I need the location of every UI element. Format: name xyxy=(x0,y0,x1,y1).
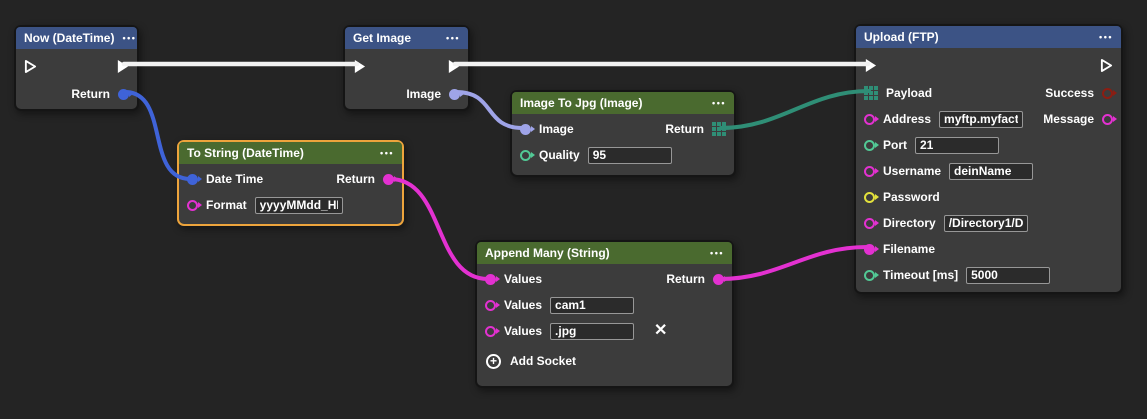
input-label-values-0: Values xyxy=(504,272,543,286)
exec-in-socket[interactable] xyxy=(24,59,37,74)
plus-icon: + xyxy=(486,353,501,369)
input-label-quality: Quality xyxy=(539,148,580,162)
input-socket-values-0[interactable] xyxy=(485,273,500,285)
exec-out-socket[interactable] xyxy=(447,59,460,74)
output-socket-return-bytearray[interactable] xyxy=(712,122,726,136)
output-label-success: Success xyxy=(1045,86,1094,100)
node-title: Append Many (String) xyxy=(485,246,610,260)
node-title: Image To Jpg (Image) xyxy=(520,96,643,110)
values-2-input[interactable] xyxy=(550,322,635,340)
input-socket-format[interactable] xyxy=(187,199,202,211)
values-1-input[interactable] xyxy=(550,296,635,314)
input-socket-values-1[interactable] xyxy=(485,299,500,311)
port-input[interactable] xyxy=(915,136,999,154)
node-menu-icon[interactable]: ••• xyxy=(710,248,724,258)
input-label-image: Image xyxy=(539,122,574,136)
input-socket-filename[interactable] xyxy=(864,243,879,255)
output-label-image: Image xyxy=(406,87,441,101)
node-header[interactable]: Get Image ••• xyxy=(345,27,468,49)
node-title: To String (DateTime) xyxy=(187,146,304,160)
node-header[interactable]: Append Many (String) ••• xyxy=(477,242,732,264)
node-header[interactable]: Upload (FTP) ••• xyxy=(856,26,1121,48)
input-label-values-2: Values xyxy=(504,324,543,338)
node-menu-icon[interactable]: ••• xyxy=(1099,32,1113,42)
output-socket-image[interactable] xyxy=(449,88,464,100)
input-label-filename: Filename xyxy=(883,242,936,256)
input-socket-image[interactable] xyxy=(520,123,535,135)
output-socket-return[interactable] xyxy=(713,273,728,285)
input-socket-port[interactable] xyxy=(864,139,879,151)
input-socket-quality[interactable] xyxy=(520,149,535,161)
wire-tostring-return-to-append-values xyxy=(388,177,490,281)
output-label-return: Return xyxy=(665,122,704,136)
node-header[interactable]: Image To Jpg (Image) ••• xyxy=(512,92,734,114)
output-label-return: Return xyxy=(336,172,375,186)
node-append-many[interactable]: Append Many (String) ••• Values Return V… xyxy=(475,240,734,388)
node-title: Get Image xyxy=(353,31,412,45)
node-get-image[interactable]: Get Image ••• Image xyxy=(343,25,470,111)
quality-input[interactable] xyxy=(587,146,672,164)
node-upload-ftp[interactable]: Upload (FTP) ••• Payload Success xyxy=(854,24,1123,294)
input-label-date-time: Date Time xyxy=(206,172,264,186)
input-socket-password[interactable] xyxy=(864,191,879,203)
output-socket-return[interactable] xyxy=(118,88,133,100)
input-label-values-1: Values xyxy=(504,298,543,312)
node-menu-icon[interactable]: ••• xyxy=(712,98,726,108)
directory-input[interactable] xyxy=(943,214,1028,232)
input-socket-payload-bytearray[interactable] xyxy=(864,86,878,100)
timeout-input[interactable] xyxy=(966,266,1051,284)
output-socket-success[interactable] xyxy=(1102,87,1117,99)
node-title: Upload (FTP) xyxy=(864,30,939,44)
exec-out-socket[interactable] xyxy=(1100,58,1113,73)
output-label-message: Message xyxy=(1043,112,1094,126)
node-menu-icon[interactable]: ••• xyxy=(446,33,460,43)
node-header[interactable]: To String (DateTime) ••• xyxy=(179,142,402,164)
output-label-return: Return xyxy=(71,87,110,101)
input-label-format: Format xyxy=(206,198,247,212)
output-socket-message[interactable] xyxy=(1102,113,1117,125)
input-label-address: Address xyxy=(883,112,932,126)
input-label-port: Port xyxy=(883,138,907,152)
node-header[interactable]: Now (DateTime) ••• xyxy=(16,27,137,49)
add-socket-label: Add Socket xyxy=(510,354,577,368)
remove-socket-icon[interactable]: ✕ xyxy=(654,322,668,339)
exec-in-socket[interactable] xyxy=(864,58,877,73)
input-label-password: Password xyxy=(883,190,940,204)
format-input[interactable] xyxy=(254,196,343,214)
output-socket-return[interactable] xyxy=(383,173,398,185)
username-input[interactable] xyxy=(949,162,1034,180)
input-label-payload: Payload xyxy=(886,86,933,100)
node-image-to-jpg[interactable]: Image To Jpg (Image) ••• Image Return Qu… xyxy=(510,90,736,177)
address-input[interactable] xyxy=(939,110,1024,128)
node-menu-icon[interactable]: ••• xyxy=(380,148,394,158)
input-socket-address[interactable] xyxy=(864,113,879,125)
wire-imagetojpg-return-to-upload-payload xyxy=(719,89,871,130)
input-socket-timeout[interactable] xyxy=(864,269,879,281)
input-label-username: Username xyxy=(883,164,942,178)
input-label-directory: Directory xyxy=(883,216,936,230)
input-socket-username[interactable] xyxy=(864,165,879,177)
add-socket-button[interactable]: + Add Socket xyxy=(477,344,732,378)
node-to-string[interactable]: To String (DateTime) ••• Date Time Retur… xyxy=(177,140,404,226)
input-socket-directory[interactable] xyxy=(864,217,879,229)
wire-append-return-to-upload-filename xyxy=(718,245,869,281)
input-socket-values-2[interactable] xyxy=(485,325,500,337)
node-menu-icon[interactable]: ••• xyxy=(122,33,137,43)
input-label-timeout: Timeout [ms] xyxy=(883,268,959,282)
node-now-datetime[interactable]: Now (DateTime) ••• Return xyxy=(14,25,139,111)
output-label-return: Return xyxy=(666,272,705,286)
input-socket-date-time[interactable] xyxy=(187,173,202,185)
exec-in-socket[interactable] xyxy=(353,59,366,74)
exec-out-socket[interactable] xyxy=(116,59,129,74)
node-title: Now (DateTime) xyxy=(24,31,115,45)
